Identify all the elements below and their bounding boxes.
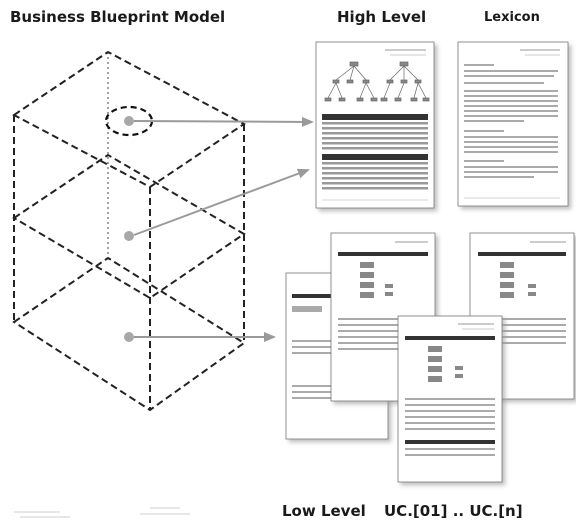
top-dot [124, 116, 134, 126]
low-level-doc-4 [397, 315, 503, 483]
faint-sketch [14, 507, 190, 518]
middle-dot [124, 231, 134, 241]
arrow-to-high-level [133, 116, 314, 127]
model-title: Business Blueprint Model [10, 8, 226, 26]
middle-face [12, 153, 246, 300]
blueprint-cube [12, 50, 246, 412]
high-level-title: High Level [337, 8, 427, 26]
lexicon-title: Lexicon [484, 10, 540, 25]
high-level-document [315, 41, 435, 209]
low-level-title: Low Level [282, 502, 366, 520]
bottom-dot [124, 332, 134, 342]
bottom-face [12, 256, 246, 412]
lexicon-document [457, 41, 569, 207]
use-cases-title: UC.[01] .. UC.[n] [384, 502, 523, 520]
arrow-to-lexicon [133, 168, 310, 236]
